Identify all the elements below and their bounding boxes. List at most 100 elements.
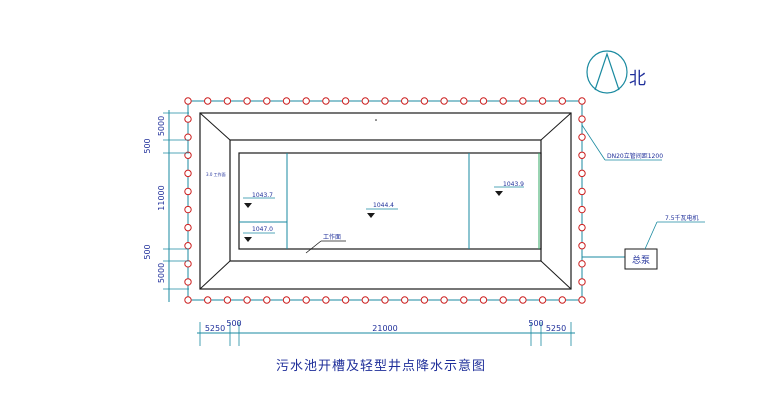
wellpoint-marker [361, 296, 369, 304]
slope-line-br [540, 260, 572, 290]
elevation-triangle-icon [367, 213, 375, 218]
wellpoint-marker [341, 97, 350, 105]
wellpoint-marker [460, 296, 468, 304]
wellpoint-marker [243, 97, 251, 105]
wellpoint-marker [381, 296, 389, 304]
wellpoint-marker [302, 97, 310, 105]
elevation-label: 1043.7 [252, 192, 273, 199]
wellpoint-marker [460, 97, 468, 105]
wellpoint-marker [361, 97, 369, 105]
wellpoint-ring [187, 100, 583, 301]
bottom-dim-label: 5250 [546, 324, 566, 333]
wellpoint-marker [184, 133, 192, 141]
wellpoint-marker [184, 187, 192, 196]
wellpoint-marker [578, 97, 586, 105]
pit-bottom-edge [229, 139, 542, 262]
wellpoint-marker [282, 296, 291, 304]
pump-callout: 总泵 7.5千瓦电机 [582, 214, 705, 270]
elevation-marker-1: 1043.7 [243, 192, 275, 208]
elevation-marker-2: 1047.0 [243, 226, 275, 242]
wellpoint-marker [519, 97, 527, 105]
pipe-note: DN20立管间距1200 [607, 152, 663, 160]
wellpoint-marker [440, 296, 448, 304]
wellpoint-marker [558, 97, 566, 105]
elevation-triangle-icon [495, 191, 503, 196]
wellpoint-marker [538, 296, 547, 304]
left-dim-label: 500 [143, 244, 152, 259]
wellpoint-marker [243, 296, 251, 304]
slope-line-tl [199, 112, 231, 141]
wellpoint-marker [302, 296, 310, 304]
elevation-label: 1047.0 [252, 226, 273, 233]
wellpoint-marker [578, 278, 586, 286]
wellpoint-marker [184, 151, 192, 159]
wellpoint-marker [578, 260, 586, 268]
left-dim-label: 5000 [157, 116, 166, 136]
wellpoint-markers [184, 97, 586, 304]
wellpoint-marker [204, 97, 212, 105]
north-arrow-circle [586, 50, 628, 94]
north-arrow-pointer [594, 52, 620, 91]
wellpoint-marker [263, 97, 271, 105]
bottom-dim-label: 21000 [372, 324, 397, 333]
wellpoint-marker [184, 278, 192, 286]
wellpoint-marker [479, 296, 488, 304]
wellpoint-marker [420, 296, 429, 304]
bottom-dim-label: 5250 [205, 324, 225, 333]
center-dot [375, 119, 377, 121]
wellpoint-marker [381, 97, 389, 105]
small-label: 3.0 工作面 [206, 171, 226, 177]
wellpoint-marker [401, 296, 409, 304]
wellpoint-marker [184, 97, 192, 105]
motor-note: 7.5千瓦电机 [665, 214, 699, 222]
wellpoint-marker [440, 97, 448, 105]
wellpoint-marker [578, 151, 586, 159]
left-dimension-chain: 5000 500 11000 500 5000 [143, 110, 189, 302]
wellpoint-marker [578, 296, 586, 304]
wellpoint-marker [204, 296, 212, 304]
wellpoint-marker [322, 296, 330, 304]
work-face-label: 工作面 [323, 233, 341, 241]
bottom-dim-label: 500 [226, 319, 241, 328]
wellpoint-marker [184, 223, 192, 232]
wellpoint-marker [184, 205, 192, 214]
pump-box [624, 248, 658, 270]
wellpoint-marker [519, 296, 527, 304]
wellpoint-marker [420, 97, 429, 105]
elevation-label: 1044.4 [373, 202, 394, 209]
pipe-note-callout: DN20立管间距1200 [581, 124, 663, 161]
pool-outline [238, 152, 542, 250]
wellpoint-marker [578, 187, 586, 196]
bottom-dimension-chain: 5250 500 21000 500 5250 [197, 319, 575, 346]
wellpoint-marker [263, 296, 271, 304]
slope-line-bl [199, 260, 231, 290]
wellpoint-marker [558, 296, 566, 304]
slope-line-tr [540, 112, 572, 141]
elevation-marker-3: 1044.4 [366, 202, 398, 218]
wellpoint-marker [282, 97, 291, 105]
elevation-triangle-icon [244, 203, 252, 208]
elevation-label: 1043.9 [503, 181, 524, 188]
wellpoint-marker [578, 133, 586, 141]
wellpoint-marker [401, 97, 409, 105]
wellpoint-marker [499, 97, 507, 105]
elevation-triangle-icon [244, 237, 252, 242]
wellpoint-marker [223, 296, 232, 304]
pump-label: 总泵 [632, 254, 650, 266]
wellpoint-marker [341, 296, 350, 304]
wellpoint-marker [223, 97, 232, 105]
wellpoint-marker [578, 115, 586, 123]
wellpoint-marker [499, 296, 507, 304]
work-face-callout: 工作面 [305, 233, 346, 254]
left-dim-label: 5000 [157, 263, 166, 283]
left-dim-label: 11000 [157, 185, 166, 210]
wellpoint-marker [322, 97, 330, 105]
north-label: 北 [629, 69, 646, 89]
wellpoint-marker [578, 169, 586, 178]
wellpoint-marker [184, 169, 192, 178]
wellpoint-marker [184, 115, 192, 123]
wellpoint-marker [578, 242, 586, 250]
wellpoint-marker [184, 242, 192, 250]
wellpoint-marker [184, 260, 192, 268]
